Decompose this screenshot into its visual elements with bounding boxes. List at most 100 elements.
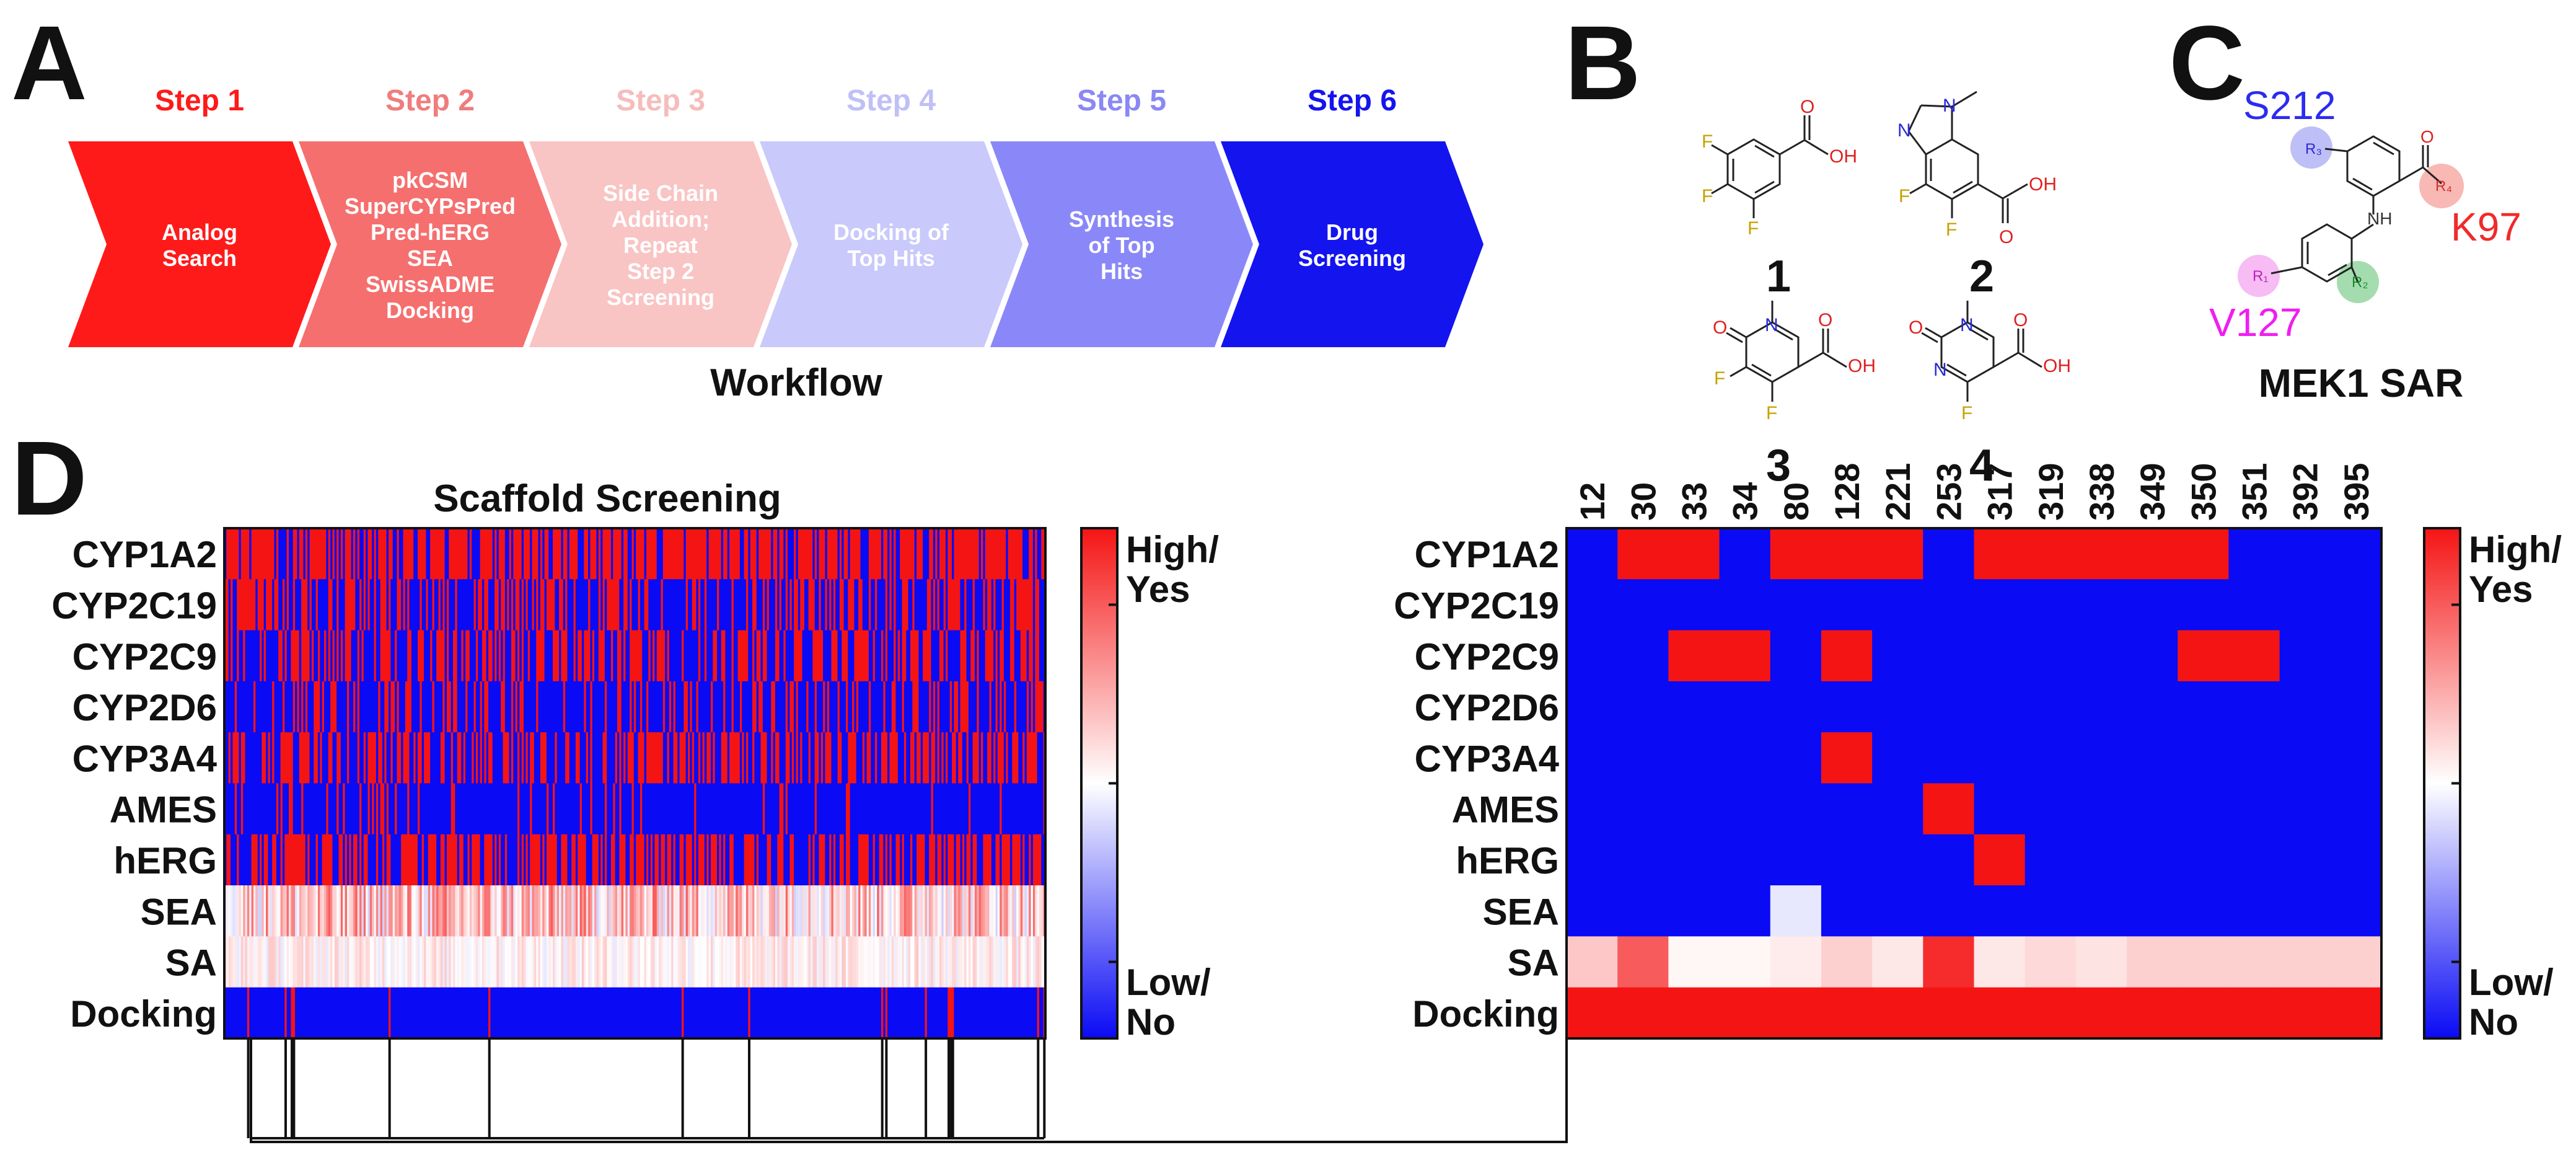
left-heatmap-cell: [544, 987, 547, 1039]
left-heatmap-cell: [825, 681, 828, 733]
scaffold-1-atom-o: O: [1800, 97, 1814, 117]
left-heatmap-cell: [642, 681, 645, 733]
left-heatmap-cell: [434, 783, 437, 835]
left-heatmap-cell: [421, 936, 424, 988]
left-heatmap-cell: [642, 579, 645, 631]
left-heatmap-cell: [600, 834, 604, 886]
left-heatmap-cell: [690, 834, 693, 886]
left-heatmap-cell: [750, 528, 753, 580]
left-heatmap-cell: [806, 630, 809, 682]
left-heatmap-cell: [845, 630, 848, 682]
left-heatmap-cell: [540, 528, 543, 580]
left-heatmap-cell: [931, 783, 934, 835]
left-heatmap-cell: [702, 732, 705, 784]
left-heatmap-cell: [270, 528, 273, 580]
left-heatmap-cell: [376, 732, 379, 784]
left-heatmap-cell: [820, 783, 824, 835]
left-heatmap-cell: [710, 936, 713, 988]
left-heatmap-cell: [461, 834, 464, 886]
left-heatmap-cell: [723, 885, 726, 937]
left-heatmap-cell: [744, 681, 747, 733]
left-heatmap-cell: [1024, 732, 1027, 784]
left-heatmap-cell: [808, 528, 811, 580]
left-heatmap-cell: [602, 834, 605, 886]
left-heatmap-cell: [420, 630, 423, 682]
left-heatmap-cell: [226, 732, 229, 784]
right-heatmap-cell: [2075, 987, 2127, 1039]
left-heatmap-cell: [613, 528, 616, 580]
left-heatmap-cell: [947, 579, 951, 631]
left-heatmap-cell: [765, 834, 768, 886]
left-heatmap-cell: [478, 630, 481, 682]
left-heatmap-cell: [366, 885, 369, 937]
left-heatmap-cell: [974, 987, 977, 1039]
left-heatmap-cell: [430, 681, 433, 733]
left-heatmap-cell: [534, 987, 537, 1039]
left-heatmap-cell: [481, 681, 485, 733]
left-heatmap-cell: [796, 885, 799, 937]
left-heatmap-cell: [897, 936, 900, 988]
right-column-label-317: 317: [1980, 463, 2020, 521]
left-heatmap-cell: [268, 528, 271, 580]
left-heatmap-cell: [332, 834, 335, 886]
left-heatmap-cell: [619, 630, 622, 682]
left-heatmap-cell: [536, 987, 539, 1039]
left-heatmap-cell: [789, 834, 793, 886]
left-heatmap-cell: [621, 579, 624, 631]
left-heatmap-cell: [981, 936, 983, 988]
left-heatmap-cell: [993, 783, 996, 835]
left-heatmap-cell: [810, 936, 813, 988]
left-heatmap-cell: [835, 936, 838, 988]
left-heatmap-cell: [262, 630, 265, 682]
left-heatmap-cell: [397, 630, 400, 682]
left-heatmap-cell: [756, 528, 759, 580]
left-heatmap-cell: [255, 987, 258, 1039]
left-heatmap-cell: [858, 885, 861, 937]
left-heatmap-cell: [239, 834, 242, 886]
left-heatmap-cell: [579, 732, 582, 784]
left-heatmap-cell: [754, 732, 757, 784]
left-heatmap-cell: [517, 681, 520, 733]
left-heatmap-cell: [346, 885, 349, 937]
left-heatmap-cell: [498, 885, 501, 937]
left-heatmap-cell: [902, 834, 905, 886]
left-heatmap-cell: [820, 885, 824, 937]
left-heatmap-cell: [503, 987, 506, 1039]
left-heatmap-cell: [334, 783, 337, 835]
left-heatmap-cell: [253, 630, 256, 682]
left-heatmap-cell: [862, 579, 865, 631]
left-heatmap-cell: [694, 681, 697, 733]
left-heatmap-cell: [446, 885, 449, 937]
left-heatmap-cell: [457, 834, 460, 886]
left-heatmap-cell: [573, 834, 576, 886]
left-heatmap-cell: [771, 630, 774, 682]
left-heatmap-cell: [578, 681, 581, 733]
left-heatmap-cell: [332, 987, 335, 1039]
left-heatmap-cell: [488, 834, 491, 886]
right-heatmap-cell: [2330, 783, 2382, 835]
left-heatmap-cell: [581, 987, 584, 1039]
left-heatmap-cell: [604, 630, 607, 682]
left-heatmap-cell: [742, 936, 745, 988]
left-heatmap-cell: [862, 987, 865, 1039]
left-heatmap-cell: [571, 630, 574, 682]
left-heatmap-cell: [292, 783, 296, 835]
left-heatmap-cell: [659, 885, 662, 937]
left-heatmap-cell: [978, 630, 982, 682]
left-heatmap-cell: [613, 834, 616, 886]
left-heatmap-cell: [727, 528, 730, 580]
right-heatmap-cell: [2330, 681, 2382, 733]
left-heatmap-cell: [987, 885, 990, 937]
left-heatmap-cell: [804, 834, 807, 886]
left-heatmap-cell: [858, 681, 861, 733]
left-heatmap-cell: [1035, 630, 1038, 682]
left-heatmap-cell: [326, 681, 329, 733]
left-heatmap-cell: [389, 732, 391, 784]
right-heatmap-cell: [2279, 834, 2331, 886]
left-heatmap-cell: [862, 885, 865, 937]
left-heatmap-cell: [575, 834, 578, 886]
left-heatmap-cell: [511, 630, 514, 682]
left-heatmap-cell: [1029, 783, 1032, 835]
left-heatmap-cell: [353, 681, 356, 733]
left-heatmap-cell: [1014, 630, 1017, 682]
